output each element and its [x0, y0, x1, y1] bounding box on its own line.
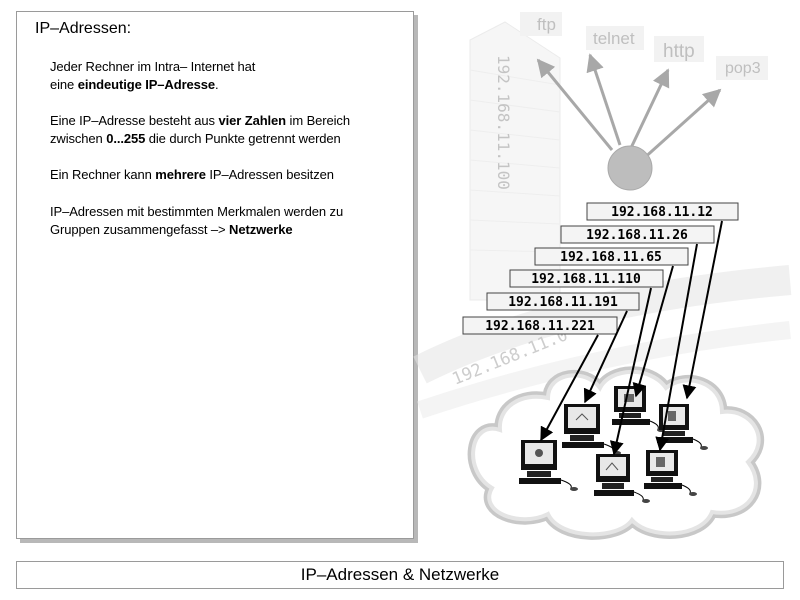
ip-label-3: 192.168.11.65: [534, 247, 689, 266]
arrow-ip-5: [583, 310, 628, 404]
text-panel: IP–Adressen: Jeder Rechner im Intra– Int…: [16, 11, 414, 539]
paragraph-multiple-addresses: Ein Rechner kann mehrere IP–Adressen bes…: [50, 166, 334, 184]
para2-l2-post: die durch Punkte getrennt werden: [145, 131, 341, 146]
para2-line2: zwischen 0...255 die durch Punkte getren…: [50, 130, 350, 148]
footer-title-bar: IP–Adressen & Netzwerke: [16, 561, 784, 589]
ip-label-6-text: 192.168.11.221: [485, 319, 595, 334]
para3-line: Ein Rechner kann mehrere IP–Adressen bes…: [50, 166, 334, 184]
para1-bold: eindeutige IP–Adresse: [77, 77, 216, 92]
network-diagram: ftp telnet http pop3 192.168.11.100 192.…: [413, 12, 792, 540]
para4-line1: IP–Adressen mit bestimmten Merkmalen wer…: [50, 204, 344, 219]
protocol-telnet: telnet: [593, 29, 635, 48]
protocol-http: http: [663, 41, 695, 62]
ip-label-5: 192.168.11.191: [486, 292, 640, 311]
para1-line1: Jeder Rechner im Intra– Internet hat: [50, 59, 256, 74]
para1-pre: eine: [50, 77, 78, 92]
address-arrows: [540, 220, 723, 456]
protocol-pop3: pop3: [725, 60, 761, 77]
footer-title: IP–Adressen & Netzwerke: [300, 565, 500, 584]
ip-label-4: 192.168.11.110: [509, 269, 664, 288]
para4-line2: Gruppen zusammengefasst –> Netzwerke: [50, 221, 343, 239]
para2-line1: Eine IP–Adresse besteht aus vier Zahlen …: [50, 112, 350, 130]
background-road: [413, 265, 792, 419]
panel-title: IP–Adressen:: [35, 20, 132, 37]
background-protocols: ftp telnet http pop3: [520, 12, 768, 80]
computer-icon-1: [519, 440, 578, 491]
ip-label-1-text: 192.168.11.12: [611, 205, 713, 220]
arrow-ip-2: [655, 243, 698, 452]
paragraph-four-numbers: Eine IP–Adresse besteht aus vier Zahlen …: [50, 112, 350, 148]
arrow-ip-1: [682, 220, 723, 400]
arrow-ip-4: [609, 287, 652, 456]
para2-l2-bold: 0...255: [106, 131, 146, 146]
para2-l2-pre: zwischen: [50, 131, 107, 146]
para2-l1-bold: vier Zahlen: [218, 113, 287, 128]
globe-icon: [607, 145, 653, 191]
para4-l2-pre: Gruppen zusammengefasst –>: [50, 222, 230, 237]
computer-icon-4: [657, 404, 708, 450]
para1-line2: eine eindeutige IP–Adresse.: [50, 76, 255, 94]
arrow-ip-3: [632, 265, 674, 398]
ip-label-1: 192.168.11.12: [586, 202, 739, 221]
paragraph-networks: IP–Adressen mit bestimmten Merkmalen wer…: [50, 203, 343, 239]
computer-icon-2: [562, 404, 621, 455]
ip-label-2: 192.168.11.26: [560, 225, 715, 244]
ip-label-3-text: 192.168.11.65: [560, 250, 662, 265]
protocol-ftp: ftp: [537, 15, 556, 34]
ip-label-6: 192.168.11.221: [462, 316, 618, 335]
computer-icon-5: [594, 454, 650, 503]
ip-label-2-text: 192.168.11.26: [586, 228, 688, 243]
computer-icon-6: [644, 450, 697, 496]
arrow-ip-6: [540, 334, 599, 442]
para2-l1-post: im Bereich: [286, 113, 351, 128]
para4-l2-bold: Netzwerke: [229, 222, 293, 237]
background-vertical-ip: 192.168.11.100: [494, 55, 513, 190]
para3-post: IP–Adressen besitzen: [205, 167, 334, 182]
ip-label-5-text: 192.168.11.191: [508, 295, 618, 310]
paragraph-unique-address: Jeder Rechner im Intra– Internet hat ein…: [50, 58, 255, 94]
protocol-arrows: [536, 53, 722, 162]
para1-post: .: [215, 77, 219, 92]
para3-bold: mehrere: [155, 167, 206, 182]
ip-label-4-text: 192.168.11.110: [531, 272, 641, 287]
para2-l1-pre: Eine IP–Adresse besteht aus: [50, 113, 219, 128]
para3-pre: Ein Rechner kann: [50, 167, 156, 182]
